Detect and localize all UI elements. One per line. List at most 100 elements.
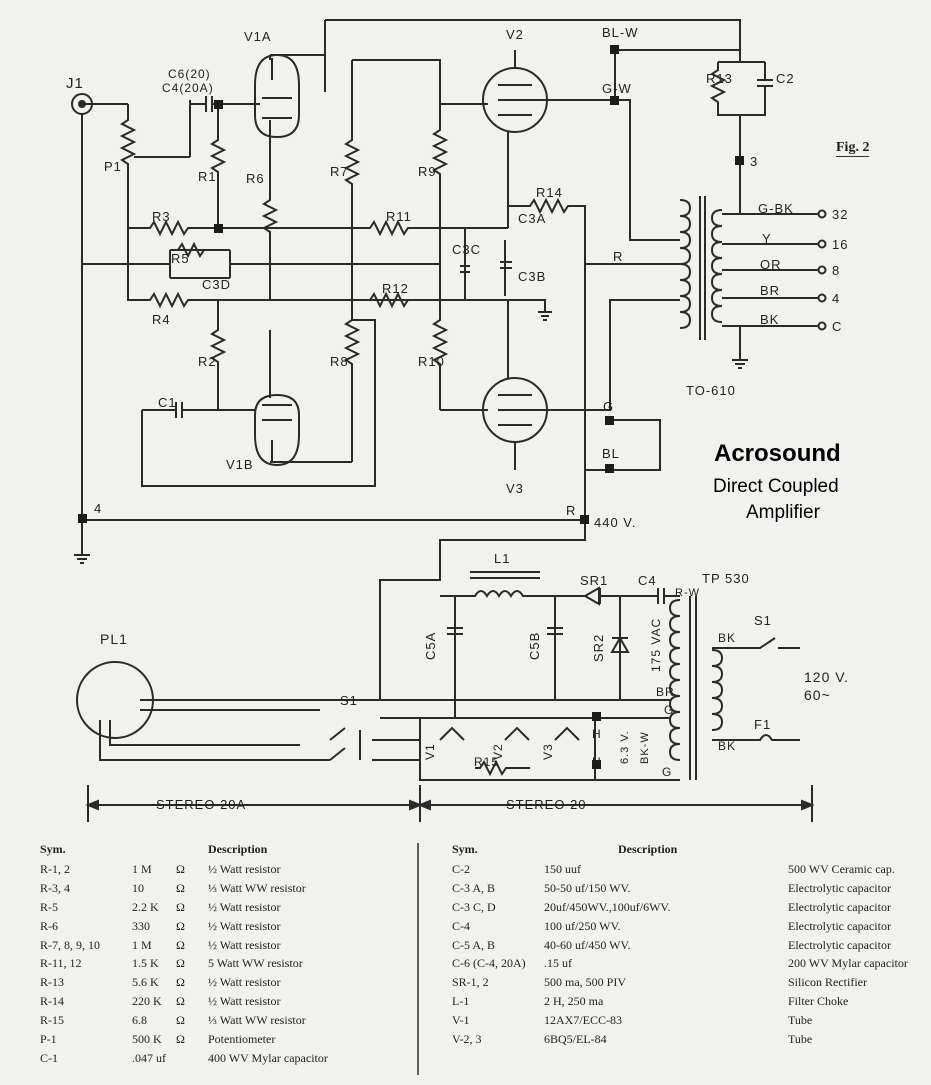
tap-32: 32 [832, 207, 849, 222]
l1-label: L1 [494, 551, 511, 566]
table-cell: Ω [176, 1013, 185, 1028]
blw-label: BL-W [602, 25, 639, 40]
r8-label: R8 [330, 354, 349, 369]
table-header-cell: Sym. [40, 841, 66, 856]
table-cell: 20uf/450WV.,100uf/6WV. [544, 899, 671, 914]
r14-label: R14 [536, 185, 563, 200]
f1-label: F1 [754, 717, 772, 732]
p1-label: P1 [104, 159, 122, 174]
v1b-tube-icon [254, 393, 300, 467]
bk-label: BK [760, 312, 780, 327]
table-cell: Tube [788, 1031, 813, 1046]
table-cell: C-1 [40, 1050, 58, 1065]
table-cell: ½ Watt resistor [208, 994, 281, 1009]
figure-label: Fig. 2 [836, 140, 870, 157]
r6-label: R6 [246, 171, 265, 186]
table-cell: 400 WV Mylar capacitor [208, 1050, 328, 1065]
r10-label: R10 [418, 354, 445, 369]
h2-label: H [592, 755, 602, 769]
table-cell: V-2, 3 [452, 1031, 482, 1046]
table-cell: ⅓ Watt WW resistor [208, 1013, 306, 1028]
v120-label: 120 V. [804, 669, 850, 685]
to610-label: TO-610 [686, 383, 736, 398]
r-out-label: R [613, 249, 624, 264]
c4a-label: C4(20A) [162, 81, 214, 95]
table-cell: SR-1, 2 [452, 975, 489, 990]
table-cell: 40-60 uf/450 WV. [544, 937, 631, 952]
or-label: OR [760, 257, 782, 272]
table-header-cell: Description [618, 841, 678, 856]
table-cell: Ω [176, 918, 185, 933]
c3a-label: C3A [518, 211, 547, 226]
c3c-label: C3C [452, 242, 482, 257]
table-cell: R-3, 4 [40, 880, 70, 895]
table-cell: Ω [176, 861, 185, 876]
v1a-tube-icon [254, 53, 300, 139]
table-row: C-1 .047 uf 400 WV Mylar capacitor [40, 1049, 334, 1068]
table-cell: ½ Watt resistor [208, 899, 281, 914]
table-cell: R-5 [40, 899, 58, 914]
table-cell: 12AX7/ECC-83 [544, 1013, 622, 1028]
v2-label: V2 [506, 27, 524, 42]
table-cell: 330 [132, 918, 150, 933]
r-440-label: R [566, 503, 577, 518]
node-3-label: 3 [750, 154, 759, 169]
table-cell: P-1 [40, 1031, 57, 1046]
g2-label: G [662, 765, 673, 779]
rw-label: R-W [675, 587, 700, 599]
subtitle-line2: Amplifier [746, 502, 820, 523]
r3-label: R3 [152, 209, 171, 224]
table-cell: C-4 [452, 918, 470, 933]
table-cell: 5 Watt WW resistor [208, 956, 303, 971]
table-header-row: Sym. Description [452, 838, 914, 860]
table-cell: C-3 A, B [452, 880, 496, 895]
table-cell: Electrolytic capacitor [788, 918, 891, 933]
tap-16: 16 [832, 237, 849, 252]
c3b-label: C3B [518, 269, 547, 284]
table-cell: R-7, 8, 9, 10 [40, 937, 100, 952]
table-cell: 1 M [132, 861, 152, 876]
table-cell: Ω [176, 899, 185, 914]
r15-label: R15 [474, 755, 500, 769]
vac175-label: 175 VAC [649, 617, 663, 672]
table-cell: Filter Choke [788, 994, 849, 1009]
pl1-label: PL1 [100, 631, 128, 647]
j1-label: J1 [66, 75, 84, 92]
v1a-label: V1A [244, 29, 272, 44]
table-cell: Electrolytic capacitor [788, 880, 891, 895]
subtitle-line1: Direct Coupled [713, 476, 839, 497]
tap-8: 8 [832, 263, 841, 278]
heater-v3-label: V3 [541, 743, 555, 760]
r13-label: R13 [706, 71, 733, 86]
v440-label: 440 V. [594, 515, 637, 530]
table-cell: 6BQ5/EL-84 [544, 1031, 607, 1046]
table-header-cell [176, 838, 208, 860]
gbk-label: G-BK [758, 201, 794, 216]
heater-v2-label: V2 [491, 743, 505, 760]
table-cell: 200 WV Mylar capacitor [788, 956, 908, 971]
tap-c: C [832, 319, 843, 334]
sr1-label: SR1 [580, 573, 609, 588]
table-cell: 1 M [132, 937, 152, 952]
hz60-label: 60~ [804, 687, 831, 703]
table-cell: .047 uf [132, 1050, 166, 1065]
node-4-label: 4 [94, 501, 103, 516]
table-cell: ½ Watt resistor [208, 918, 281, 933]
table-cell: R-6 [40, 918, 58, 933]
table-header-cell: Description [208, 841, 268, 856]
bl-label: BL [602, 446, 620, 461]
table-header-cell [132, 838, 176, 860]
table-cell: C-2 [452, 861, 470, 876]
